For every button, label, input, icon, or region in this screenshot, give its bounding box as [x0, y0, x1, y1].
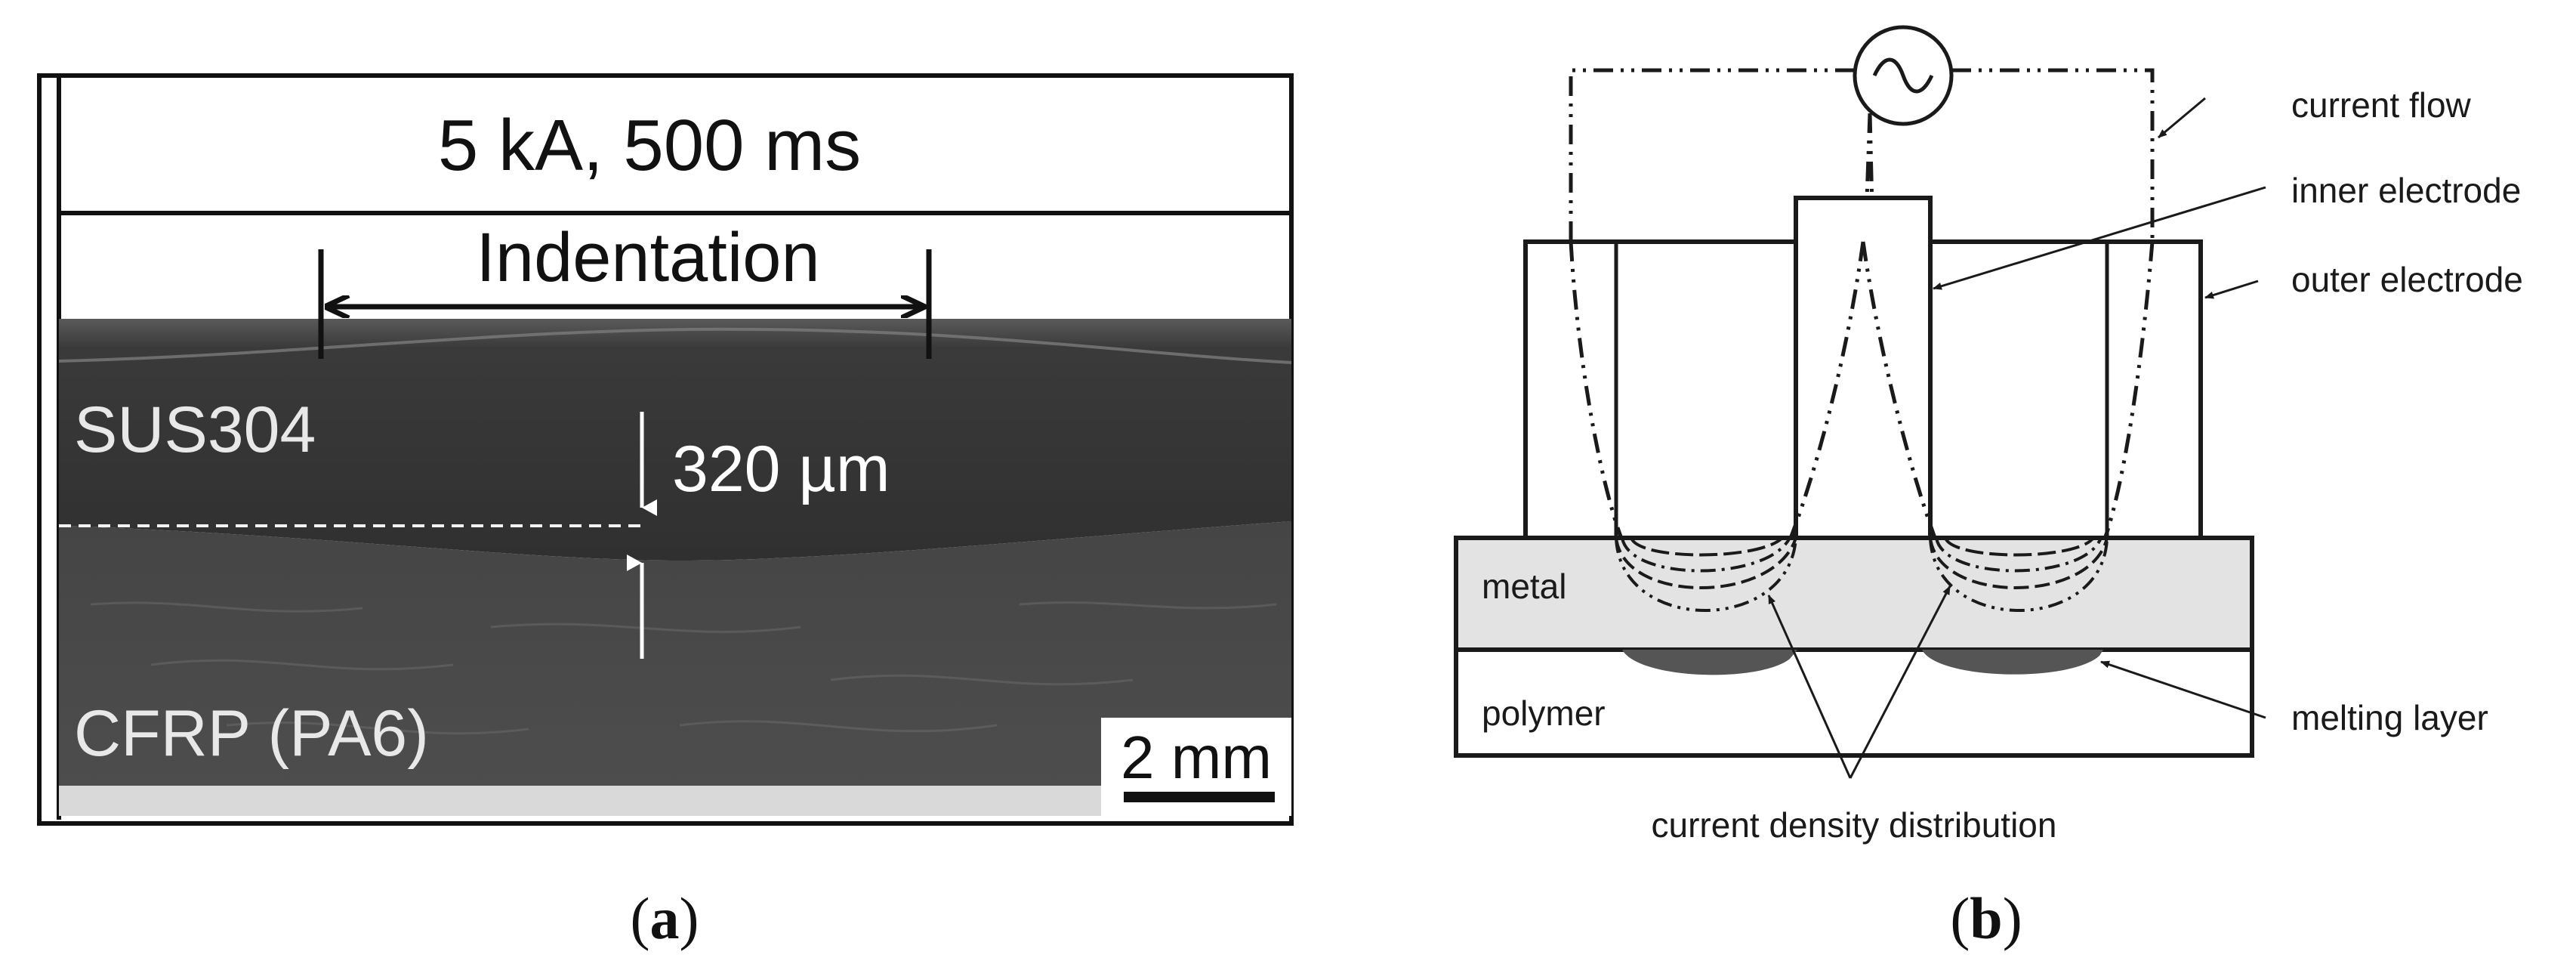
steel-layer — [59, 319, 1291, 561]
bottom-material-label: CFRP (PA6) — [74, 697, 429, 770]
label-current-density: current density distribution — [1652, 805, 2057, 845]
metal-sheet — [1454, 536, 2254, 652]
scale-bar-label: 2 mm — [1121, 724, 1272, 791]
panel-b — [1454, 25, 2266, 779]
current-density-right — [1929, 536, 2109, 612]
depth-label: 320 µm — [672, 433, 890, 505]
indentation-label: Indentation — [476, 219, 819, 296]
composite-layer — [59, 521, 1291, 786]
label-current-flow: current flow — [2291, 85, 2472, 125]
label-polymer: polymer — [1482, 694, 1606, 733]
label-melting-layer: melting layer — [2291, 698, 2488, 737]
label-outer-electrode: outer electrode — [2291, 260, 2523, 299]
header-label: 5 kA, 500 ms — [438, 105, 861, 186]
scale-bar — [1124, 792, 1275, 802]
current-density-left — [1615, 536, 1797, 612]
melting-layer-leader — [2100, 660, 2266, 719]
composite-texture — [90, 601, 1277, 735]
outer-electrode-leader — [2204, 280, 2259, 299]
caption-b: (b) — [1950, 885, 2022, 951]
ac-source-icon — [1853, 25, 1954, 126]
bottom-strip — [59, 786, 1291, 816]
melting-layer-left — [1622, 650, 1797, 675]
current-density-leader-right — [1849, 585, 1951, 779]
panel-a: 5 kA, 500 ms Indentation SUS304 CFRP (PA… — [37, 73, 1294, 951]
label-inner-electrode: inner electrode — [2291, 171, 2521, 210]
steel-surface-highlight — [58, 327, 1292, 364]
panel-b-labels: current flow inner electrode outer elect… — [1482, 85, 2523, 845]
label-metal: metal — [1482, 567, 1566, 606]
melting-layer-right — [1922, 650, 2103, 675]
top-material-label: SUS304 — [74, 394, 316, 466]
inner-electrode-leader — [1933, 186, 2266, 290]
caption-a: (a) — [631, 885, 699, 951]
current-flow-leader — [2158, 97, 2206, 139]
current-density-leader-left — [1767, 595, 1852, 779]
